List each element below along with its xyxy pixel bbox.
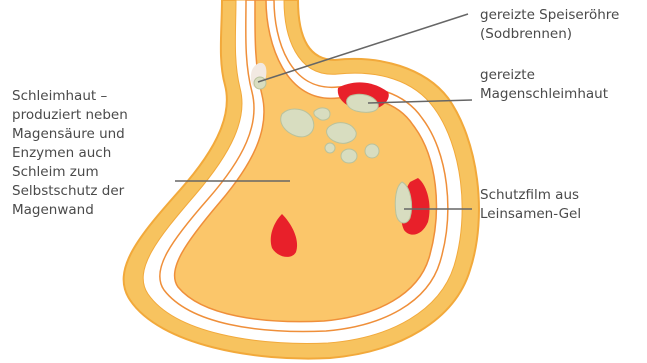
label-gereizte-speiseroehre: gereizte Speiseröhre (Sodbrennen) [480,6,645,44]
gel-blob [254,77,266,89]
gel-blob [325,143,335,153]
gel-blob [365,144,379,158]
gel-blob [341,149,357,163]
label-gereizte-magenschleimhaut: gereizte Magenschleimhaut [480,66,645,104]
label-schleimhaut: Schleimhaut – produziert neben Magensäur… [12,87,172,220]
label-schutzfilm: Schutzfilm aus Leinsamen-Gel [480,186,645,224]
